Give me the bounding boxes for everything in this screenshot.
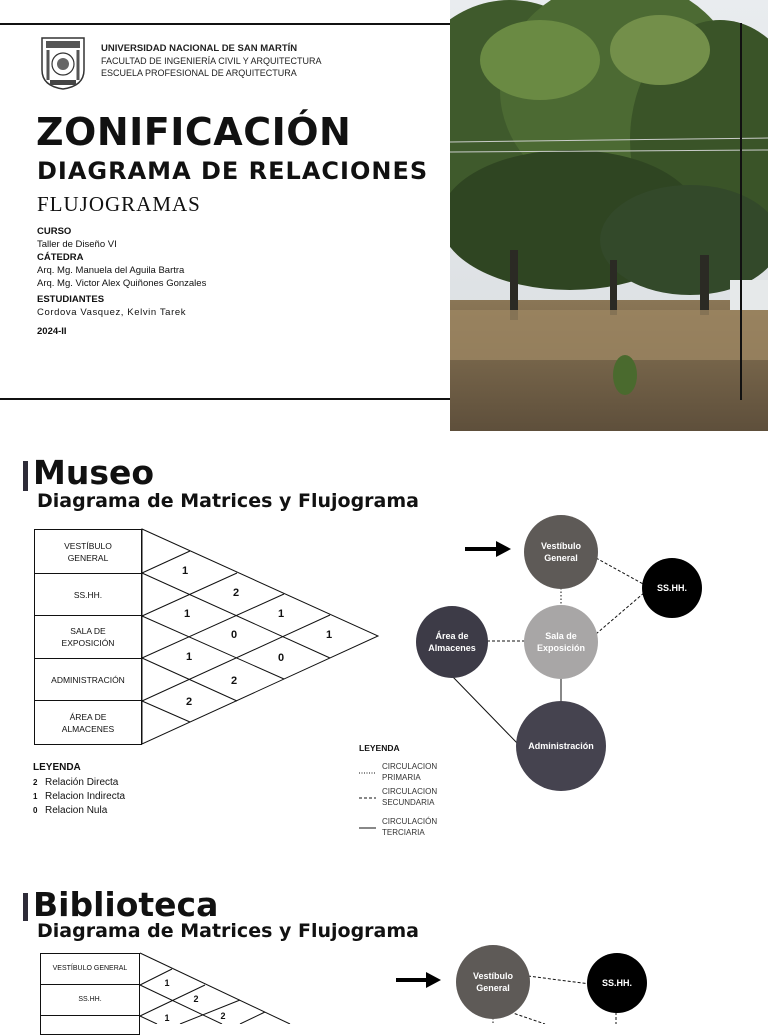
course-label: CURSO [37,226,72,237]
entry-arrow-icon [465,541,511,557]
faculty-name: FACULTAD DE INGENIERÍA CIVIL Y ARQUITECT… [101,56,322,66]
entry-arrow-icon [396,972,441,988]
page-title: ZONIFICACIÓN [36,110,352,154]
university-seal-icon [40,36,86,90]
node-vestibulo [456,945,530,1019]
section-subtitle-biblioteca: Diagrama de Matrices y Flujograma [37,920,419,942]
node-label: General [544,553,578,563]
chair-label: CÁTEDRA [37,252,84,263]
node-label: SS.HH. [657,583,687,593]
node-label: Exposición [537,643,585,653]
students-label: ESTUDIANTES [37,294,105,305]
legend-title: LEYENDA [33,762,81,773]
matrix-value: 1 [184,608,190,620]
section-title-museo: Museo [33,453,155,492]
matrix-value: 2 [193,994,198,1004]
matrix-value: 2 [233,587,239,599]
matrix-value: 0 [278,652,284,664]
node-label: General [476,983,510,993]
students-value: Cordova Vasquez, Kelvin Tarek [37,307,187,318]
page-subtitle: DIAGRAMA DE RELACIONES [37,157,429,185]
matrix-value: 1 [182,565,188,577]
site-photo [450,0,768,431]
course-value: Taller de Diseño VI [37,239,117,250]
section-subtitle-museo: Diagrama de Matrices y Flujograma [37,490,419,512]
matrix-value: 1 [164,1013,169,1023]
matrix-value: 1 [164,978,169,988]
chair-value-2: Arq. Mg. Victor Alex Quiñones Gonzales [37,278,207,289]
node-label: Sala de [545,631,577,641]
header-right-border [740,23,742,400]
section-marker [23,893,28,921]
header-bottom-border [0,398,742,400]
node-almacenes [416,606,488,678]
node-label: Vestíbulo [473,971,514,981]
matrix-value: 2 [220,1011,225,1021]
node-label: Vestíbulo [541,541,582,551]
matrix-value: 1 [326,629,332,641]
university-name: UNIVERSIDAD NACIONAL DE SAN MARTÍN [101,43,298,54]
section-title-biblioteca: Biblioteca [33,885,219,924]
node-label: Administración [528,741,594,751]
matrix-value: 1 [186,651,192,663]
node-sshh [587,953,647,1013]
term: 2024-II [37,326,67,337]
node-sala [524,605,598,679]
node-label: Almacenes [428,643,476,653]
legend2-title: LEYENDA [359,743,400,753]
node-label: Área de [435,631,468,641]
matrix-value: 2 [186,696,192,708]
node-administracion [516,701,606,791]
chair-value-1: Arq. Mg. Manuela del Aguila Bartra [37,265,185,276]
school-name: ESCUELA PROFESIONAL DE ARQUITECTURA [101,68,297,78]
node-vestibulo [524,515,598,589]
matrix-value: 0 [231,629,237,641]
matrix-value: 1 [278,608,284,620]
section-marker [23,461,28,491]
node-label: SS.HH. [602,978,632,988]
matrix-value: 2 [231,675,237,687]
header-top-border [0,23,742,25]
page-subtitle-2: FLUJOGRAMAS [37,192,201,216]
node-sshh [642,558,702,618]
